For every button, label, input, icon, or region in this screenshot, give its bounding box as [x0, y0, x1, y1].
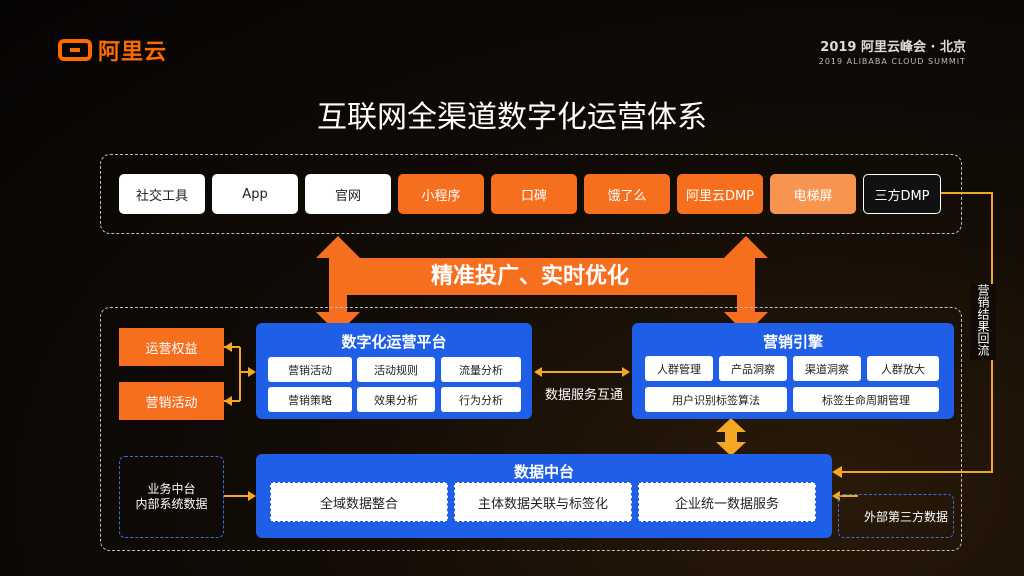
- marketing-campaign: 营销活动: [119, 382, 224, 420]
- channel-website: 官网: [305, 174, 391, 214]
- dp-effect-analysis: 效果分析: [357, 387, 435, 412]
- me-user-tag-algorithm: 用户识别标签算法: [645, 387, 787, 412]
- channel-app: App: [212, 174, 298, 214]
- me-tag-lifecycle: 标签生命周期管理: [793, 387, 939, 412]
- interop-label: 数据服务互通: [544, 388, 623, 403]
- external-data-box: [838, 494, 954, 538]
- me-product-insight: 产品洞察: [719, 356, 787, 381]
- channel-mini-program: 小程序: [398, 174, 484, 214]
- dp-marketing-strategy: 营销策略: [268, 387, 352, 412]
- dp-marketing-activities: 营销活动: [268, 357, 352, 382]
- summit-subtitle: 2019 ALIBABA CLOUD SUMMIT: [818, 57, 966, 66]
- dp-traffic-analysis: 流量分析: [441, 357, 521, 382]
- alibaba-cloud-logo-icon: [58, 39, 92, 61]
- dm-global-data-integration: 全域数据整合: [270, 482, 448, 522]
- digital-platform-title: 数字化运营平台: [341, 333, 447, 351]
- summit-title: 2019 阿里云峰会 · 北京: [820, 40, 966, 55]
- slide-title: 互联网全渠道数字化运营体系: [317, 100, 707, 135]
- channel-eleme: 饿了么: [584, 174, 670, 214]
- alibaba-cloud-logo: 阿里云: [58, 34, 167, 66]
- internal-data-label: 业务中台 内部系统数据: [135, 482, 208, 511]
- platform-frame: [100, 307, 962, 551]
- dm-unified-data-service: 企业统一数据服务: [638, 482, 816, 522]
- channel-aliyun-dmp: 阿里云DMP: [677, 174, 763, 214]
- logo-text: 阿里云: [98, 40, 168, 65]
- operation-rights: 运营权益: [119, 328, 224, 366]
- me-audience-management: 人群管理: [645, 356, 713, 381]
- summit-badge: 2019 阿里云峰会 · 北京 2019 ALIBABA CLOUD SUMMI…: [819, 36, 966, 66]
- data-middle-title: 数据中台: [513, 463, 574, 481]
- me-audience-expansion: 人群放大: [867, 356, 939, 381]
- external-data-label: 外部第三方数据: [863, 510, 948, 524]
- engine-data-arrow: [716, 418, 746, 456]
- marketing-engine-title: 营销引擎: [762, 333, 823, 351]
- channel-koubei: 口碑: [491, 174, 577, 214]
- dp-behavior-analysis: 行为分析: [441, 387, 521, 412]
- channels-frame: [100, 154, 962, 234]
- banner-bar: [338, 258, 746, 295]
- me-channel-insight: 渠道洞察: [793, 356, 861, 381]
- feedback-arrowhead: [832, 466, 842, 478]
- channel-third-party-dmp: 三方DMP: [863, 174, 941, 214]
- channel-elevator-screen: 电梯屏: [770, 174, 856, 214]
- banner-text: 精准投广、实时优化: [430, 264, 629, 289]
- banner-arrows: [316, 236, 768, 334]
- feedback-label: 营销结果回流: [970, 284, 996, 360]
- dm-entity-linking-tagging: 主体数据关联与标签化: [454, 482, 632, 522]
- dp-activity-rules: 活动规则: [357, 357, 435, 382]
- channel-social-tools: 社交工具: [119, 174, 205, 214]
- internal-data-box: [119, 456, 224, 538]
